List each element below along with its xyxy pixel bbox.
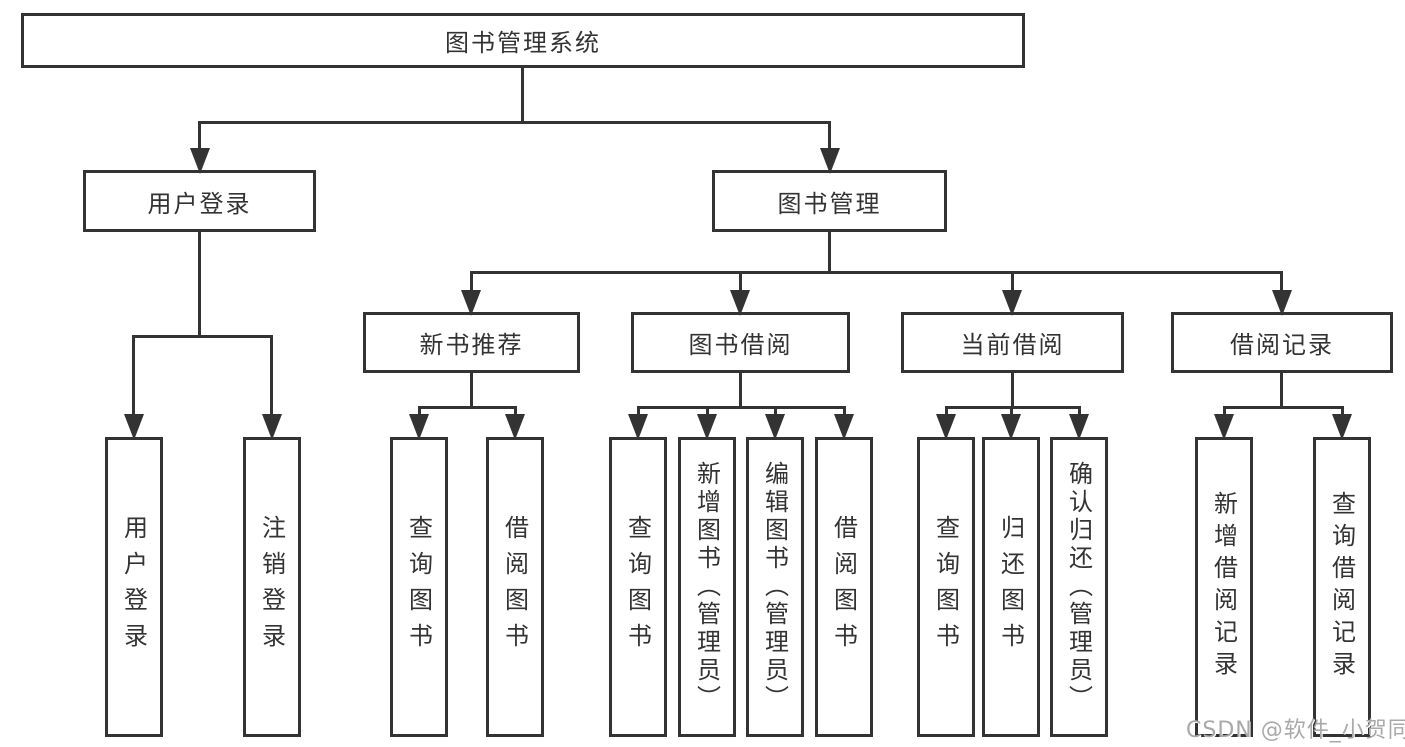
connector — [1011, 271, 1014, 293]
leaf-borrow-books-borrowing: 借阅图书 — [815, 437, 873, 737]
leaf-add-borrow-record: 新增借阅记录 — [1195, 437, 1253, 737]
connector — [418, 406, 517, 409]
connector — [521, 66, 524, 123]
connector — [828, 121, 831, 151]
connector — [945, 406, 948, 417]
arrowhead — [262, 414, 282, 440]
connector — [514, 406, 517, 417]
leaf-query-borrow-record: 查询借阅记录 — [1313, 437, 1371, 737]
arrowhead — [1002, 290, 1022, 316]
arrowhead — [1272, 290, 1292, 316]
connector — [637, 406, 640, 417]
connector — [1078, 406, 1081, 417]
connector — [1223, 406, 1344, 409]
connector — [470, 271, 473, 293]
connector — [1011, 371, 1014, 409]
leaf-confirm-return-admin: 确认归还（管理员） — [1050, 437, 1108, 737]
arrowhead — [765, 414, 785, 440]
arrowhead — [124, 414, 144, 440]
connector — [132, 335, 135, 417]
connector — [198, 230, 201, 338]
node-new-book-recommend: 新书推荐 — [363, 312, 580, 373]
connector — [774, 406, 777, 417]
node-user-login: 用户登录 — [83, 170, 316, 232]
arrowhead — [409, 414, 429, 440]
leaf-user-login: 用户登录 — [105, 437, 163, 737]
arrowhead — [936, 414, 956, 440]
node-book-management: 图书管理 — [712, 170, 947, 232]
arrowhead — [1214, 414, 1234, 440]
arrowhead — [1332, 414, 1352, 440]
connector — [945, 406, 1081, 409]
leaf-query-books-borrowing: 查询图书 — [609, 437, 667, 737]
arrowhead — [505, 414, 525, 440]
watermark: CSDN @软件_小贺同学 — [1186, 718, 1405, 743]
leaf-query-books-current: 查询图书 — [917, 437, 975, 737]
connector — [637, 406, 846, 409]
connector — [1223, 406, 1226, 417]
connector — [1280, 271, 1283, 293]
arrowhead — [697, 414, 717, 440]
connector — [132, 335, 273, 338]
leaf-logout: 注销登录 — [243, 437, 301, 737]
arrowhead — [1069, 414, 1089, 440]
connector — [739, 371, 742, 409]
node-book-borrowing: 图书借阅 — [631, 312, 850, 373]
leaf-borrow-books-recommend: 借阅图书 — [486, 437, 544, 737]
arrowhead — [628, 414, 648, 440]
connector — [198, 121, 201, 151]
connector — [470, 371, 473, 409]
connector — [843, 406, 846, 417]
leaf-return-books: 归还图书 — [982, 437, 1040, 737]
node-library-system: 图书管理系统 — [21, 13, 1025, 68]
connector — [1341, 406, 1344, 417]
node-borrowing-records: 借阅记录 — [1171, 312, 1393, 373]
arrowhead — [461, 290, 481, 316]
connector — [828, 230, 831, 274]
arrowhead — [730, 290, 750, 316]
arrowhead — [1001, 414, 1021, 440]
connector — [198, 121, 831, 124]
connector — [418, 406, 421, 417]
connector — [1280, 371, 1283, 409]
leaf-query-books-recommend: 查询图书 — [390, 437, 448, 737]
connector — [470, 271, 1283, 274]
arrowhead — [834, 414, 854, 440]
connector — [706, 406, 709, 417]
arrowhead — [820, 148, 840, 174]
node-current-borrowing: 当前借阅 — [901, 312, 1124, 373]
leaf-add-book-admin: 新增图书（管理员） — [678, 437, 736, 737]
leaf-edit-book-admin: 编辑图书（管理员） — [746, 437, 804, 737]
connector — [1010, 406, 1013, 417]
connector — [739, 271, 742, 293]
connector — [270, 335, 273, 417]
arrowhead — [190, 148, 210, 174]
